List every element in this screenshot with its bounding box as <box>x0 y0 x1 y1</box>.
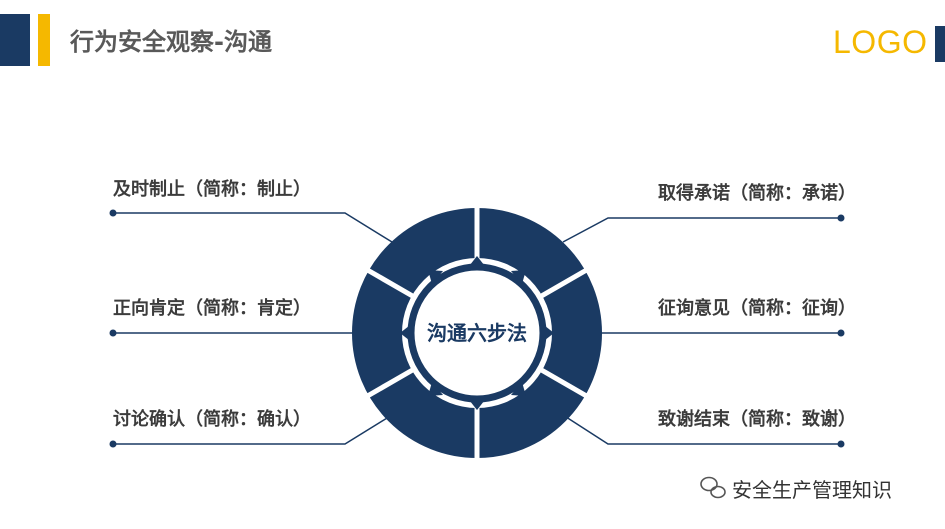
watermark-text: 安全生产管理知识 <box>732 478 892 502</box>
header-yellow-bar <box>38 14 50 66</box>
logo: LOGO <box>833 24 928 60</box>
segment-gap-upper-left <box>362 265 418 301</box>
connector-line-3 <box>113 414 393 445</box>
inner-arrow-lower-left <box>428 382 443 396</box>
step-label-2: 正向肯定（简称：肯定） <box>113 298 311 319</box>
inner-arrow-upper-left <box>428 270 443 284</box>
inner-arrow-right <box>540 322 554 344</box>
segment-gap-lower-left <box>362 365 418 401</box>
step-label-6: 致谢结束（简称：致谢） <box>658 409 856 430</box>
inner-arrow-upper-right <box>511 270 526 284</box>
header-navy-block <box>0 14 30 66</box>
connector-line-1 <box>113 212 393 243</box>
connector-dot-6 <box>837 440 845 448</box>
connector-dot-5 <box>837 329 845 337</box>
step-label-1: 及时制止（简称：制止） <box>113 179 311 200</box>
inner-arrow-top <box>466 256 488 270</box>
connector-dot-2 <box>109 329 117 337</box>
wechat-icon <box>700 476 726 499</box>
inner-arrow-left <box>400 322 414 344</box>
inner-arrow-bottom <box>466 396 488 410</box>
connector-dot-3 <box>109 440 117 448</box>
connector-dot-4 <box>837 214 845 222</box>
segment-gap-upper-right <box>536 265 592 301</box>
step-label-5: 征询意见（简称：征询） <box>658 298 856 319</box>
step-label-3: 讨论确认（简称：确认） <box>113 409 311 430</box>
center-label: 沟通六步法 <box>427 321 527 345</box>
connector-dot-1 <box>109 209 117 217</box>
inner-arrow-lower-right <box>511 382 526 396</box>
segment-gap-lower-right <box>536 365 592 401</box>
page-title: 行为安全观察-沟通 <box>70 28 272 56</box>
step-label-4: 取得承诺（简称：承诺） <box>658 183 856 204</box>
logo-navy-block <box>935 26 945 62</box>
connector-line-6 <box>562 414 841 445</box>
connector-line-4 <box>562 217 841 243</box>
